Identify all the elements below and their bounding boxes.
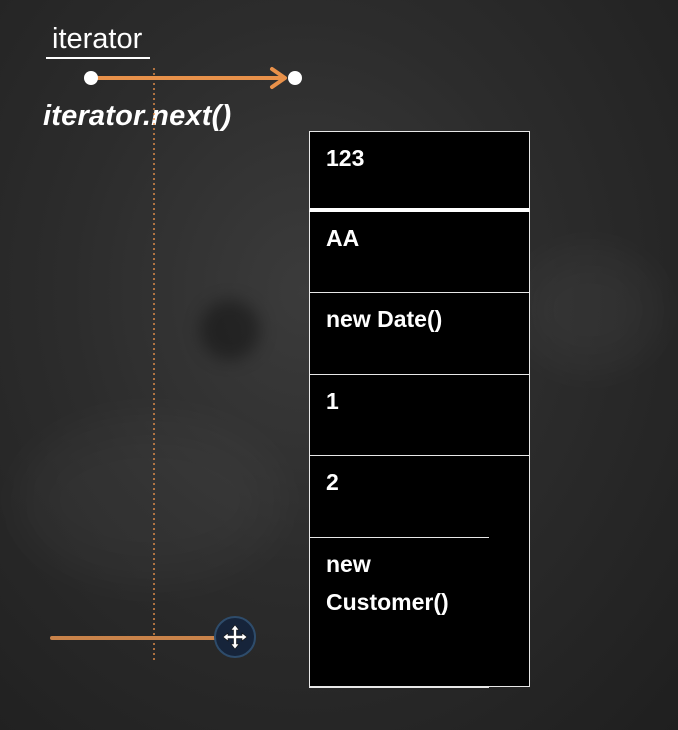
move-arrow-head — [270, 67, 287, 89]
stack-cell: new Customer() — [309, 538, 489, 688]
stack-cell-text: AA — [326, 225, 360, 251]
arrow-start-dot — [84, 71, 98, 85]
stack-cell-text: new Customer() — [326, 551, 449, 615]
stack-cell: AA — [309, 212, 530, 293]
move-cursor-icon — [214, 616, 256, 658]
stack-cell-text: 1 — [326, 388, 339, 414]
arrow-end-dot — [288, 71, 302, 85]
iterator-next-label: iterator.next() — [43, 100, 232, 132]
stack-cell-bottom — [309, 686, 530, 687]
stack-cell: 2 — [309, 456, 530, 538]
stack-cell-text: 123 — [326, 145, 365, 171]
stack-cell: new Date() — [309, 293, 530, 375]
collection-stack: 123 AA new Date() 1 2 new Customer() — [309, 131, 530, 688]
stack-cell: 123 — [309, 131, 530, 212]
stack-cell-text: new Date() — [326, 306, 443, 332]
iterator-label: iterator — [46, 22, 151, 59]
stack-cell-fill — [489, 537, 529, 686]
stack-cell-border — [529, 537, 530, 687]
stack-cell-text: 2 — [326, 469, 339, 495]
stack-cell: 1 — [309, 375, 530, 456]
